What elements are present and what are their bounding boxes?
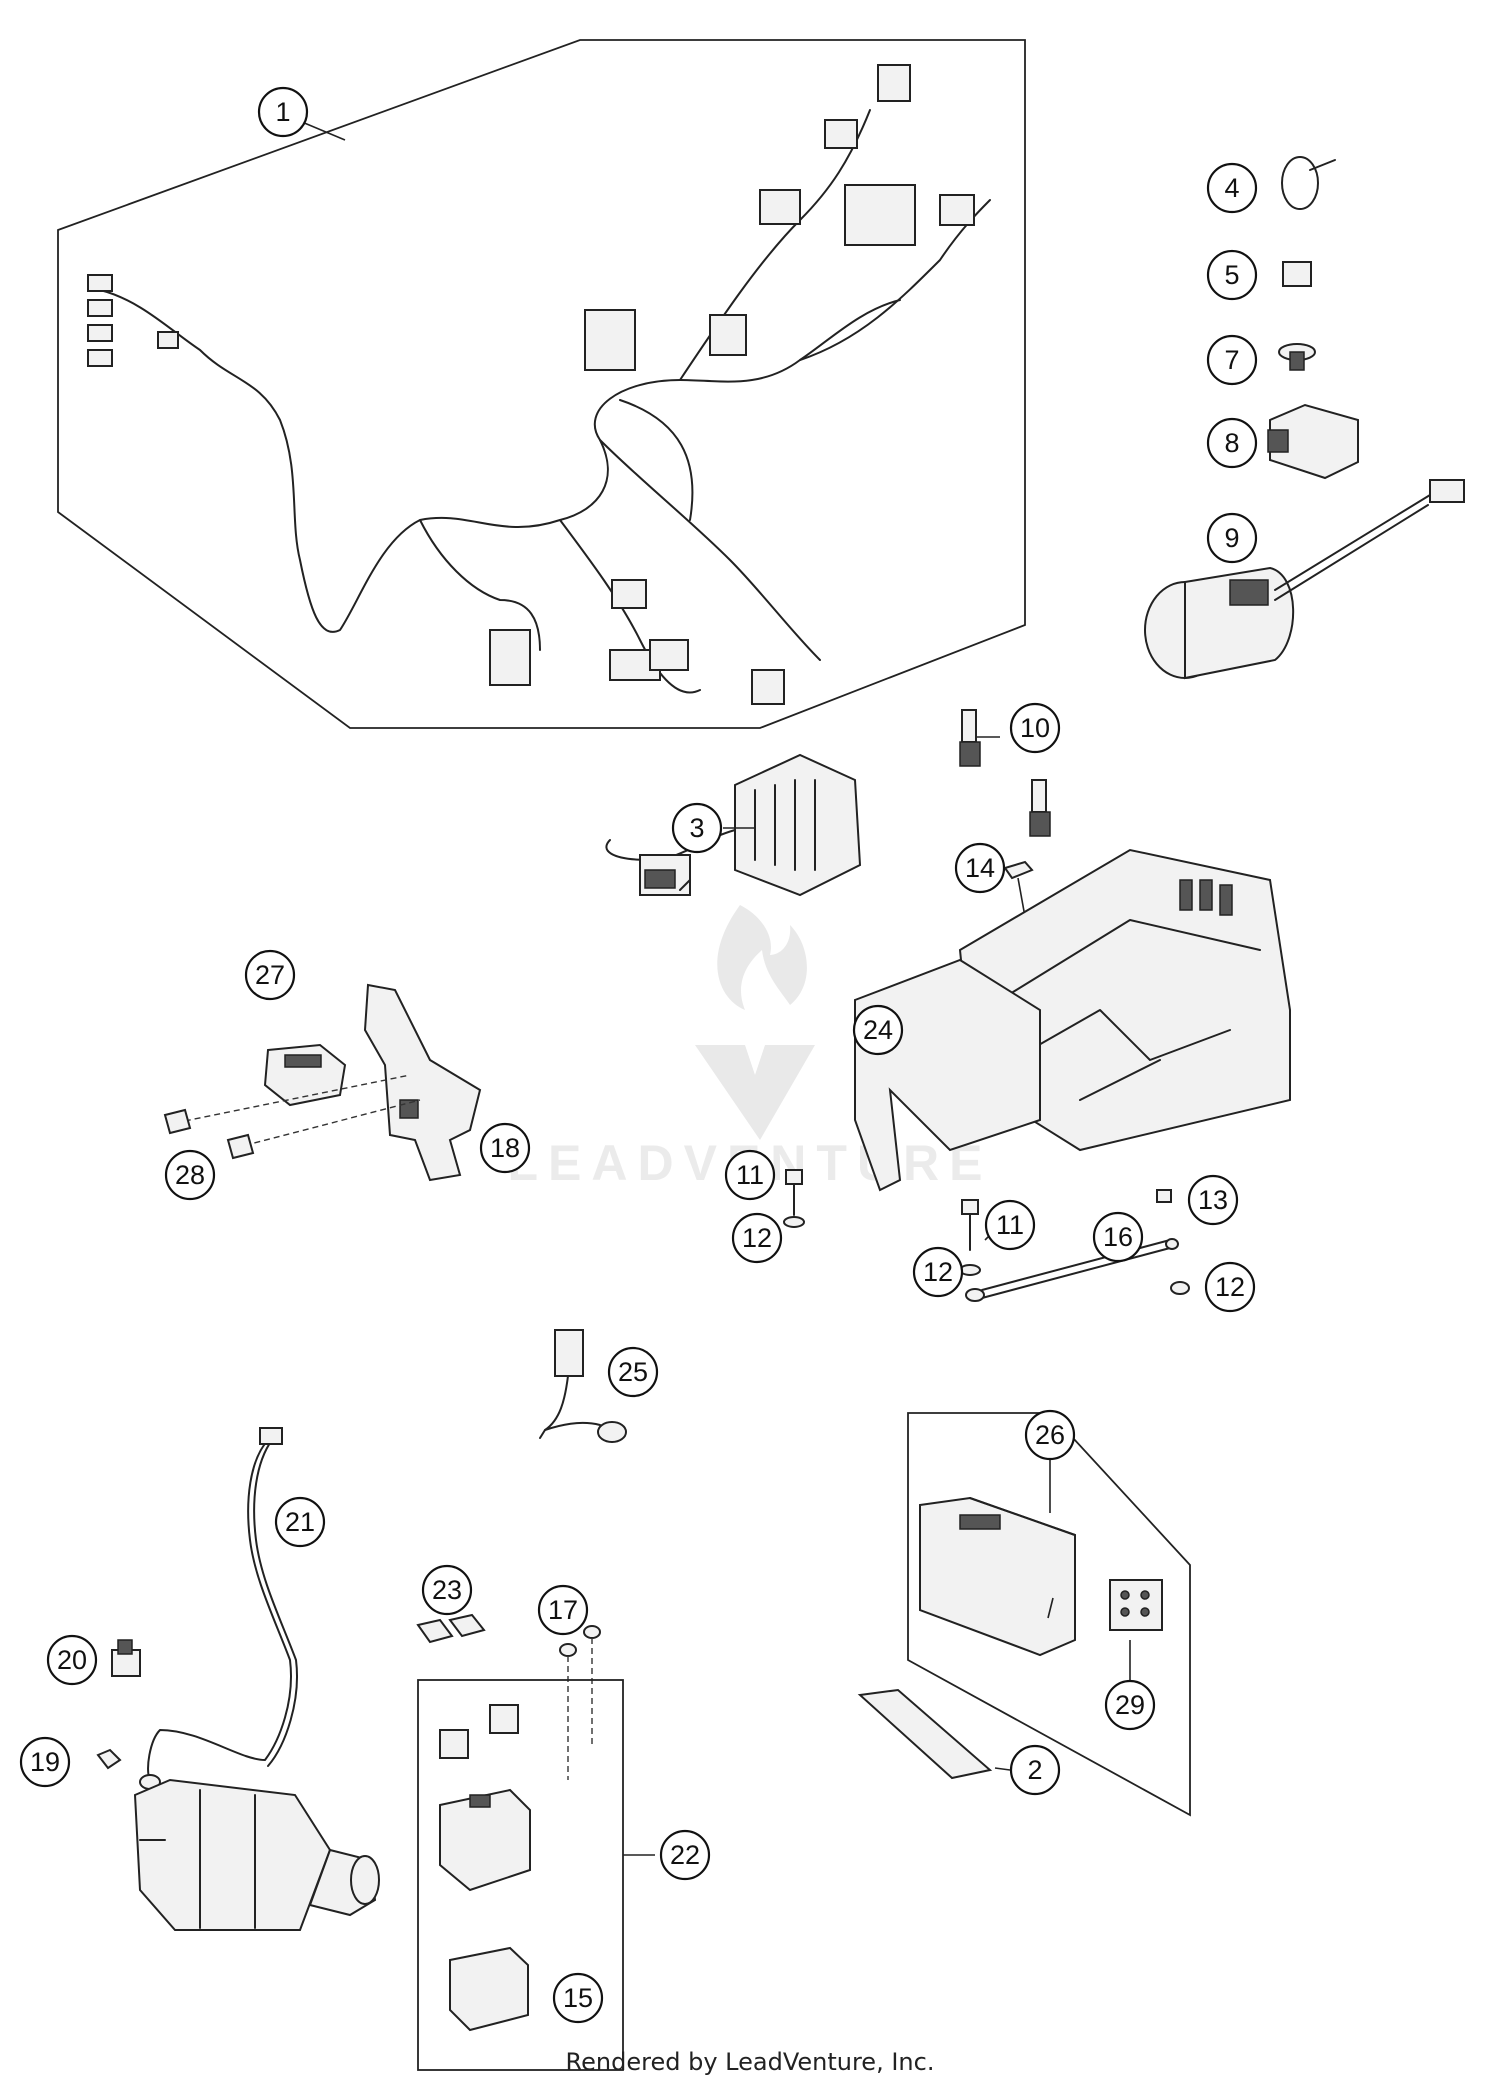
sensor-part — [1144, 479, 1465, 680]
callout-8: 8 — [1206, 417, 1258, 469]
starter-motor-part — [133, 1778, 380, 1931]
callout-7: 7 — [1206, 334, 1258, 386]
callout-13: 13 — [1187, 1174, 1239, 1226]
clamp-part — [111, 1639, 141, 1677]
svg-text:5: 5 — [1224, 260, 1239, 290]
svg-text:21: 21 — [285, 1507, 315, 1537]
callout-22: 22 — [659, 1829, 711, 1881]
callout-28: 28 — [164, 1149, 216, 1201]
callout-24: 24 — [852, 1004, 904, 1056]
svg-text:28: 28 — [175, 1160, 205, 1190]
svg-text:2: 2 — [1027, 1755, 1042, 1785]
callout-17: 17 — [537, 1584, 589, 1636]
svg-text:23: 23 — [432, 1575, 462, 1605]
svg-text:8: 8 — [1224, 428, 1239, 458]
callout-10: 10 — [1009, 702, 1061, 754]
callout-2: 2 — [1009, 1744, 1061, 1796]
callout-3: 3 — [671, 802, 723, 854]
cover-23-part — [416, 1613, 486, 1644]
screw-28-part — [163, 1108, 255, 1160]
svg-text:19: 19 — [30, 1747, 60, 1777]
callout-15: 15 — [552, 1972, 604, 2024]
callout-26: 26 — [1024, 1409, 1076, 1461]
callout-5: 5 — [1206, 249, 1258, 301]
bracket-part — [174, 983, 482, 1182]
svg-text:26: 26 — [1035, 1420, 1065, 1450]
svg-text:12: 12 — [923, 1257, 953, 1287]
screw-17-part — [559, 1625, 601, 1780]
svg-text:15: 15 — [563, 1983, 593, 2013]
callout-14: 14 — [954, 842, 1006, 894]
svg-text:11: 11 — [996, 1210, 1024, 1240]
svg-text:25: 25 — [618, 1357, 648, 1387]
callout-11-right: 11 — [984, 1199, 1036, 1251]
starter-cable-part — [139, 1427, 298, 1790]
svg-text:10: 10 — [1020, 713, 1050, 743]
connector-cap-part — [263, 1043, 347, 1107]
svg-text:7: 7 — [1224, 345, 1239, 375]
push-rivet-part — [1278, 343, 1316, 371]
hardware-group — [783, 1169, 1190, 1302]
callout-19: 19 — [19, 1736, 71, 1788]
svg-text:9: 9 — [1224, 523, 1239, 553]
nut-19-part — [96, 1748, 122, 1770]
fuse-part — [959, 709, 1051, 837]
callout-9: 9 — [1206, 512, 1258, 564]
svg-text:16: 16 — [1103, 1222, 1133, 1252]
svg-text:14: 14 — [965, 853, 995, 883]
callout-27: 27 — [244, 949, 296, 1001]
svg-text:24: 24 — [863, 1015, 893, 1045]
clip-part — [1282, 261, 1312, 287]
ground-cable-part — [539, 1329, 627, 1443]
svg-text:17: 17 — [548, 1595, 578, 1625]
callout-23: 23 — [421, 1564, 473, 1616]
svg-text:11: 11 — [736, 1160, 764, 1190]
callout-12-left: 12 — [731, 1212, 783, 1264]
svg-text:12: 12 — [1215, 1272, 1245, 1302]
svg-text:27: 27 — [255, 960, 285, 990]
callout-20: 20 — [46, 1634, 98, 1686]
callout-11-left: 11 — [724, 1149, 776, 1201]
svg-text:18: 18 — [490, 1133, 520, 1163]
callout-29: 29 — [1104, 1679, 1156, 1731]
footer-credit: Rendered by LeadVenture, Inc. — [565, 2048, 935, 2076]
cable-tie-part — [1281, 156, 1336, 210]
callout-21: 21 — [274, 1496, 326, 1548]
callout-12-mid: 12 — [912, 1246, 964, 1298]
voltage-regulator-part — [605, 753, 862, 897]
svg-text:12: 12 — [742, 1223, 772, 1253]
wiring-harness-group — [57, 39, 1026, 729]
svg-text:4: 4 — [1224, 173, 1239, 203]
svg-text:22: 22 — [670, 1840, 700, 1870]
callout-25: 25 — [607, 1346, 659, 1398]
svg-text:20: 20 — [57, 1645, 87, 1675]
svg-text:3: 3 — [689, 813, 704, 843]
callout-4: 4 — [1206, 162, 1258, 214]
callout-1: 1 — [257, 86, 309, 138]
starter-relay-group — [417, 1679, 624, 2071]
cover-cap-part — [1267, 403, 1359, 480]
battery-group — [857, 1412, 1191, 1817]
callout-18: 18 — [479, 1122, 531, 1174]
svg-text:13: 13 — [1198, 1185, 1228, 1215]
battery-holder-part — [854, 848, 1291, 1192]
callout-12-right: 12 — [1204, 1261, 1256, 1313]
svg-text:1: 1 — [275, 97, 290, 127]
callout-16: 16 — [1092, 1211, 1144, 1263]
svg-text:29: 29 — [1115, 1690, 1145, 1720]
